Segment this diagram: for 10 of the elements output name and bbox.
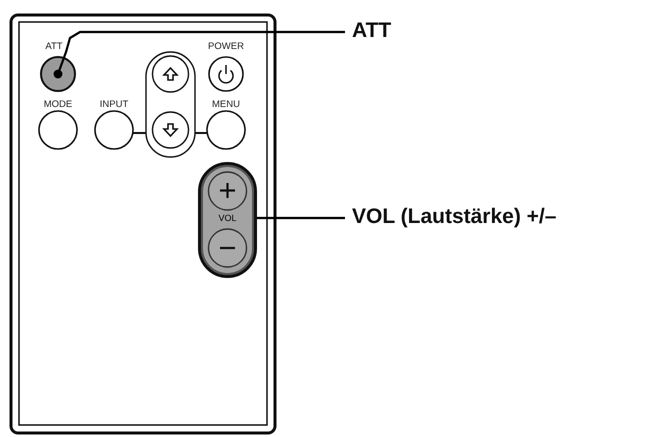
- callout-label: ATT: [352, 20, 392, 44]
- button-label: MODE: [44, 100, 72, 110]
- button-label: MENU: [212, 100, 240, 110]
- button-label: ATT: [45, 42, 63, 52]
- button-label: POWER: [208, 42, 244, 52]
- leader-line: [54, 30, 345, 78]
- button-label: INPUT: [100, 100, 128, 110]
- button-label: VOL: [217, 214, 238, 223]
- callout-label: VOL (Lautstärke) +/–: [352, 206, 556, 230]
- leader-line: [257, 216, 345, 220]
